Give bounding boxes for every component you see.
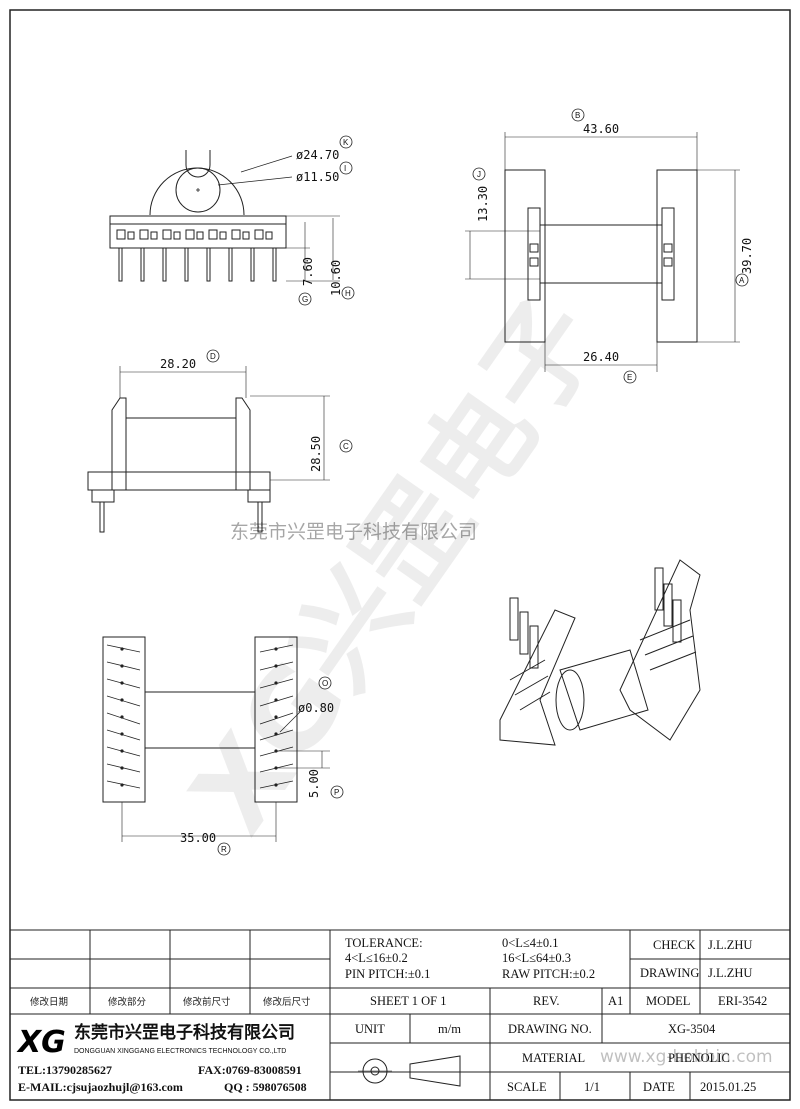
model-value: ERI-3542 <box>718 994 767 1008</box>
callout-P: P <box>334 788 339 797</box>
dim-overall-length: 43.60 <box>583 122 619 136</box>
callout-H: H <box>345 289 351 298</box>
projection-symbol <box>358 1055 461 1087</box>
rev-value: A1 <box>608 994 623 1008</box>
check-value: J.L.ZHU <box>708 938 752 952</box>
check-label: CHECK <box>653 938 695 952</box>
material-value: PHENOLIC <box>668 1051 730 1065</box>
tolerance-range-2: 4<L≤16±0.2 <box>345 951 408 965</box>
sheet-number: SHEET 1 OF 1 <box>370 994 447 1008</box>
dim-flange-height: 39.70 <box>740 238 754 274</box>
rev-header-after: 修改后尺寸 <box>263 996 311 1008</box>
company-name-cn: 东莞市兴罡电子科技有限公司 <box>74 1022 295 1043</box>
tolerance-label: TOLERANCE: <box>345 936 423 950</box>
raw-pitch-tolerance: RAW PITCH:±0.2 <box>502 967 595 981</box>
watermark-diagonal: XG兴罡电子 <box>166 278 624 855</box>
callout-J: J <box>477 170 481 179</box>
tolerance-range-1: 0<L≤4±0.1 <box>502 936 559 950</box>
rev-header-before: 修改前尺寸 <box>183 996 231 1008</box>
rev-label: REV. <box>533 994 560 1008</box>
date-value: 2015.01.25 <box>700 1080 756 1094</box>
callout-C: C <box>343 442 349 451</box>
callout-B: B <box>575 111 580 120</box>
company-tel: TEL:13790285627 <box>18 1063 112 1077</box>
callout-G: G <box>302 295 308 304</box>
model-label: MODEL <box>646 994 690 1008</box>
scale-value: 1/1 <box>584 1080 600 1094</box>
dim-inner-length: 26.40 <box>583 350 619 364</box>
company-fax: FAX:0769-83008591 <box>198 1063 302 1077</box>
company-logo: XG <box>15 1017 67 1060</box>
tolerance-range-3: 16<L≤64±0.3 <box>502 951 571 965</box>
material-label: MATERIAL <box>522 1051 585 1065</box>
callout-K: K <box>343 138 349 147</box>
view-front-elevation <box>87 366 330 533</box>
callout-A: A <box>739 276 745 285</box>
drawing-no-label: DRAWING NO. <box>508 1022 592 1036</box>
date-label: DATE <box>643 1080 675 1094</box>
callout-O: O <box>322 679 328 688</box>
dim-height: 28.50 <box>309 436 323 472</box>
view-plan-bottom <box>102 636 330 842</box>
dim-pin-pitch: 5.00 <box>307 769 321 798</box>
callout-D: D <box>210 352 216 361</box>
company-qq: QQ : 598076508 <box>224 1080 307 1094</box>
unit-label: UNIT <box>355 1022 385 1036</box>
dim-flange-width: 28.20 <box>160 357 196 371</box>
callout-E: E <box>627 373 632 382</box>
unit-value: m/m <box>438 1022 461 1036</box>
drawing-label: DRAWING <box>640 966 699 980</box>
company-name-en: DONGGUAN XINGGANG ELECTRONICS TECHNOLOGY… <box>74 1048 286 1055</box>
company-email: E-MAIL:cjsujaozhujl@163.com <box>18 1080 183 1094</box>
view-side-elevation <box>465 132 740 372</box>
view-end-elevation <box>109 150 340 282</box>
dim-row-spacing: 35.00 <box>180 831 216 845</box>
rev-header-date: 修改日期 <box>30 996 68 1008</box>
sheet-border <box>9 9 791 1101</box>
title-block <box>10 929 790 1100</box>
watermark-company: 东莞市兴罡电子科技有限公司 <box>230 521 477 543</box>
drawing-no-value: XG-3504 <box>668 1022 716 1036</box>
dim-base-height: 10.60 <box>329 260 343 296</box>
callout-R: R <box>221 845 227 854</box>
callout-I: I <box>344 164 346 173</box>
view-isometric <box>499 559 701 746</box>
dim-flange-diameter: ø24.70 <box>296 148 339 162</box>
scale-label: SCALE <box>507 1080 547 1094</box>
pin-pitch-tolerance: PIN PITCH:±0.1 <box>345 967 430 981</box>
dim-pin-diameter: ø0.80 <box>298 701 334 715</box>
dim-core-width: 13.30 <box>476 186 490 222</box>
callouts <box>206 108 749 856</box>
svg-text:XG: XG <box>16 1025 66 1060</box>
dim-core-diameter: ø11.50 <box>296 170 339 184</box>
rev-header-part: 修改部分 <box>108 996 147 1008</box>
watermark-site: www.xg-bobbin.com <box>600 1047 773 1067</box>
drawing-value: J.L.ZHU <box>708 966 752 980</box>
dim-pin-length: 7.60 <box>301 257 315 286</box>
